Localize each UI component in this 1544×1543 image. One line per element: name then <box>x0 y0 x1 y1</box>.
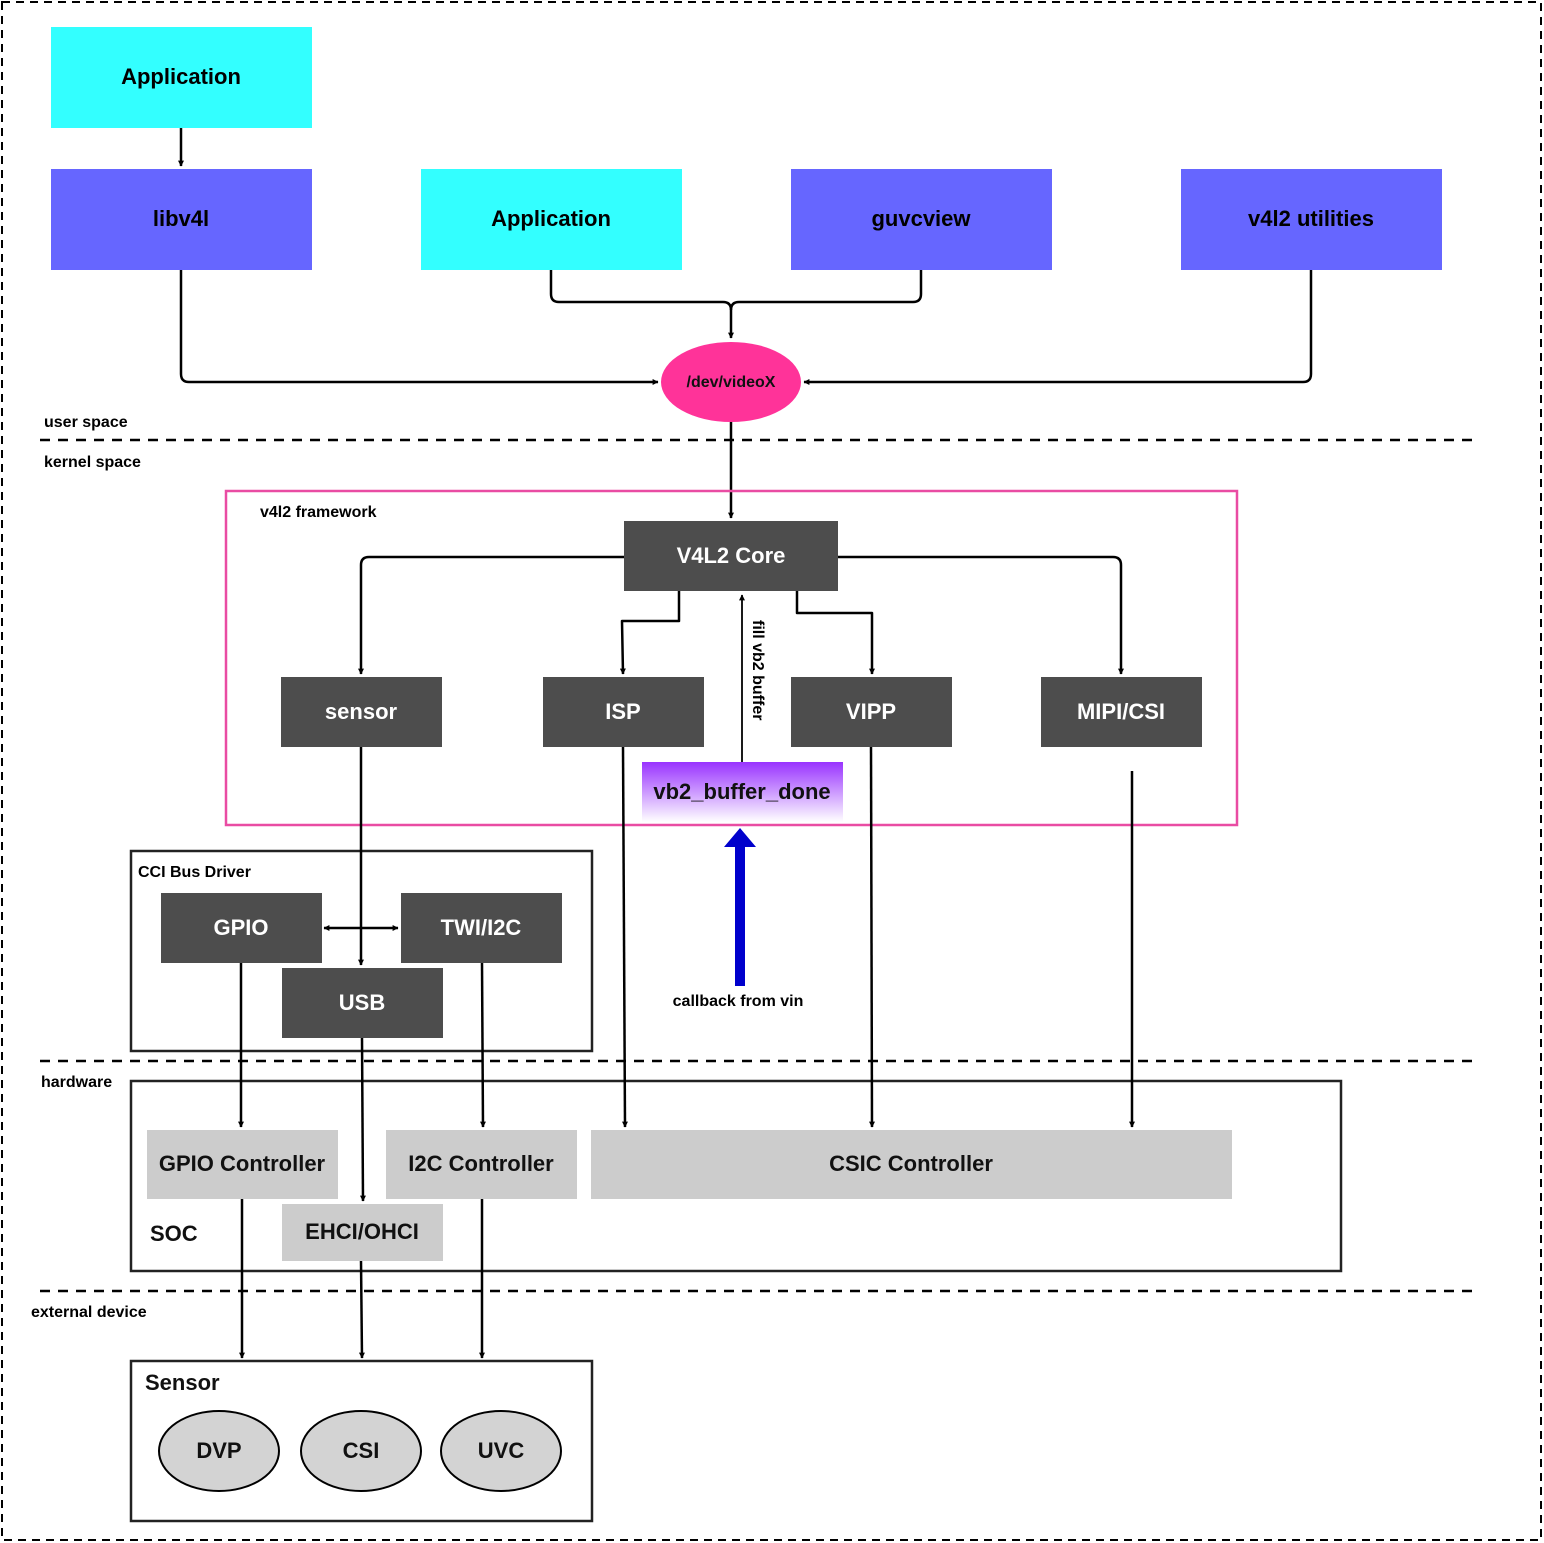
arrow-vipp-to-csic <box>868 746 875 1128</box>
arrow-isp-to-csic <box>621 746 628 1128</box>
csic-controller-label: CSIC Controller <box>829 1151 993 1176</box>
twi-i2c-box <box>401 893 562 963</box>
uvc-label: UVC <box>478 1438 525 1463</box>
layer-label-user-space: user space <box>44 414 128 431</box>
arrow-core-to-isp <box>619 591 681 675</box>
isp-box <box>543 677 704 747</box>
vipp-box <box>791 677 952 747</box>
v4l2-core-box <box>624 521 838 591</box>
sensor-device-frame <box>129 1359 594 1523</box>
vipp-label: VIPP <box>846 699 896 724</box>
libv4l-box <box>51 169 312 270</box>
layer-label-hardware: hardware <box>41 1074 112 1091</box>
application-top-label: Application <box>121 64 241 89</box>
v4l2-utilities-label: v4l2 utilities <box>1248 206 1374 231</box>
arrow-guvcview-to-devvideo <box>729 270 923 311</box>
vb2-buffer-done-box <box>642 762 843 822</box>
arrow-core-to-vipp <box>795 591 875 675</box>
gpio-label: GPIO <box>213 915 268 940</box>
v4l2-utilities-box <box>1181 169 1442 270</box>
application-mid-label: Application <box>491 206 611 231</box>
dev-videox-label: /dev/videoX <box>687 374 776 391</box>
soc-label: SOC <box>150 1221 198 1246</box>
arrow-core-to-sensor <box>358 555 624 675</box>
gpio-controller-label: GPIO Controller <box>159 1151 326 1176</box>
csic-controller-box <box>591 1130 1232 1199</box>
i2c-controller-label: I2C Controller <box>408 1151 554 1176</box>
uvc-node <box>440 1410 562 1492</box>
callback-arrow-head <box>724 828 756 847</box>
fill-vb2-buffer-label: fill vb2 buffer <box>749 620 766 720</box>
layer-label-external-device: external device <box>31 1304 147 1321</box>
dev-videox-node <box>661 342 801 422</box>
dvp-label: DVP <box>196 1438 241 1463</box>
arrow-twi-to-i2c-controller <box>479 962 486 1128</box>
callback-arrow-shaft <box>735 846 745 986</box>
application-mid-box <box>421 169 682 270</box>
v4l2-core-label: V4L2 Core <box>677 543 786 568</box>
ehci-ohci-label: EHCI/OHCI <box>305 1219 419 1244</box>
ehci-ohci-box <box>282 1204 443 1261</box>
arrow-core-to-mipi-csi <box>838 555 1124 675</box>
soc-frame <box>129 1079 1343 1273</box>
libv4l-label: libv4l <box>153 206 209 231</box>
csi-label: CSI <box>343 1438 380 1463</box>
csi-node <box>300 1410 422 1492</box>
v4l2-framework-label: v4l2 framework <box>260 504 377 521</box>
sensor-label: sensor <box>325 699 398 724</box>
gpio-controller-box <box>147 1130 338 1199</box>
guvcview-label: guvcview <box>871 206 971 231</box>
sensor-box <box>281 677 442 747</box>
cci-bus-driver-label: CCI Bus Driver <box>138 864 251 881</box>
layer-label-kernel-space: kernel space <box>44 454 141 471</box>
arrow-utilities-to-devvideo <box>803 270 1313 385</box>
callback-from-vin-label: callback from vin <box>673 993 804 1010</box>
arrow-libv4l-to-devvideo <box>179 270 659 385</box>
sensor-device-label: Sensor <box>145 1370 220 1395</box>
arrow-application-to-devvideo <box>549 270 734 339</box>
dvp-node <box>158 1410 280 1492</box>
v4l2-framework-frame <box>224 489 1239 827</box>
application-top-box <box>51 27 312 128</box>
mipi-csi-box <box>1041 677 1202 747</box>
isp-label: ISP <box>605 699 640 724</box>
mipi-csi-label: MIPI/CSI <box>1077 699 1165 724</box>
arrow-usb-to-ehci-ohci <box>359 1037 366 1202</box>
usb-box <box>282 968 443 1038</box>
arrow-ehci-to-sensor <box>358 1260 365 1359</box>
usb-label: USB <box>339 990 385 1015</box>
twi-i2c-label: TWI/I2C <box>441 915 522 940</box>
gpio-box <box>161 893 322 963</box>
vb2-buffer-done-label: vb2_buffer_done <box>653 779 830 804</box>
i2c-controller-box <box>386 1130 577 1199</box>
guvcview-box <box>791 169 1052 270</box>
